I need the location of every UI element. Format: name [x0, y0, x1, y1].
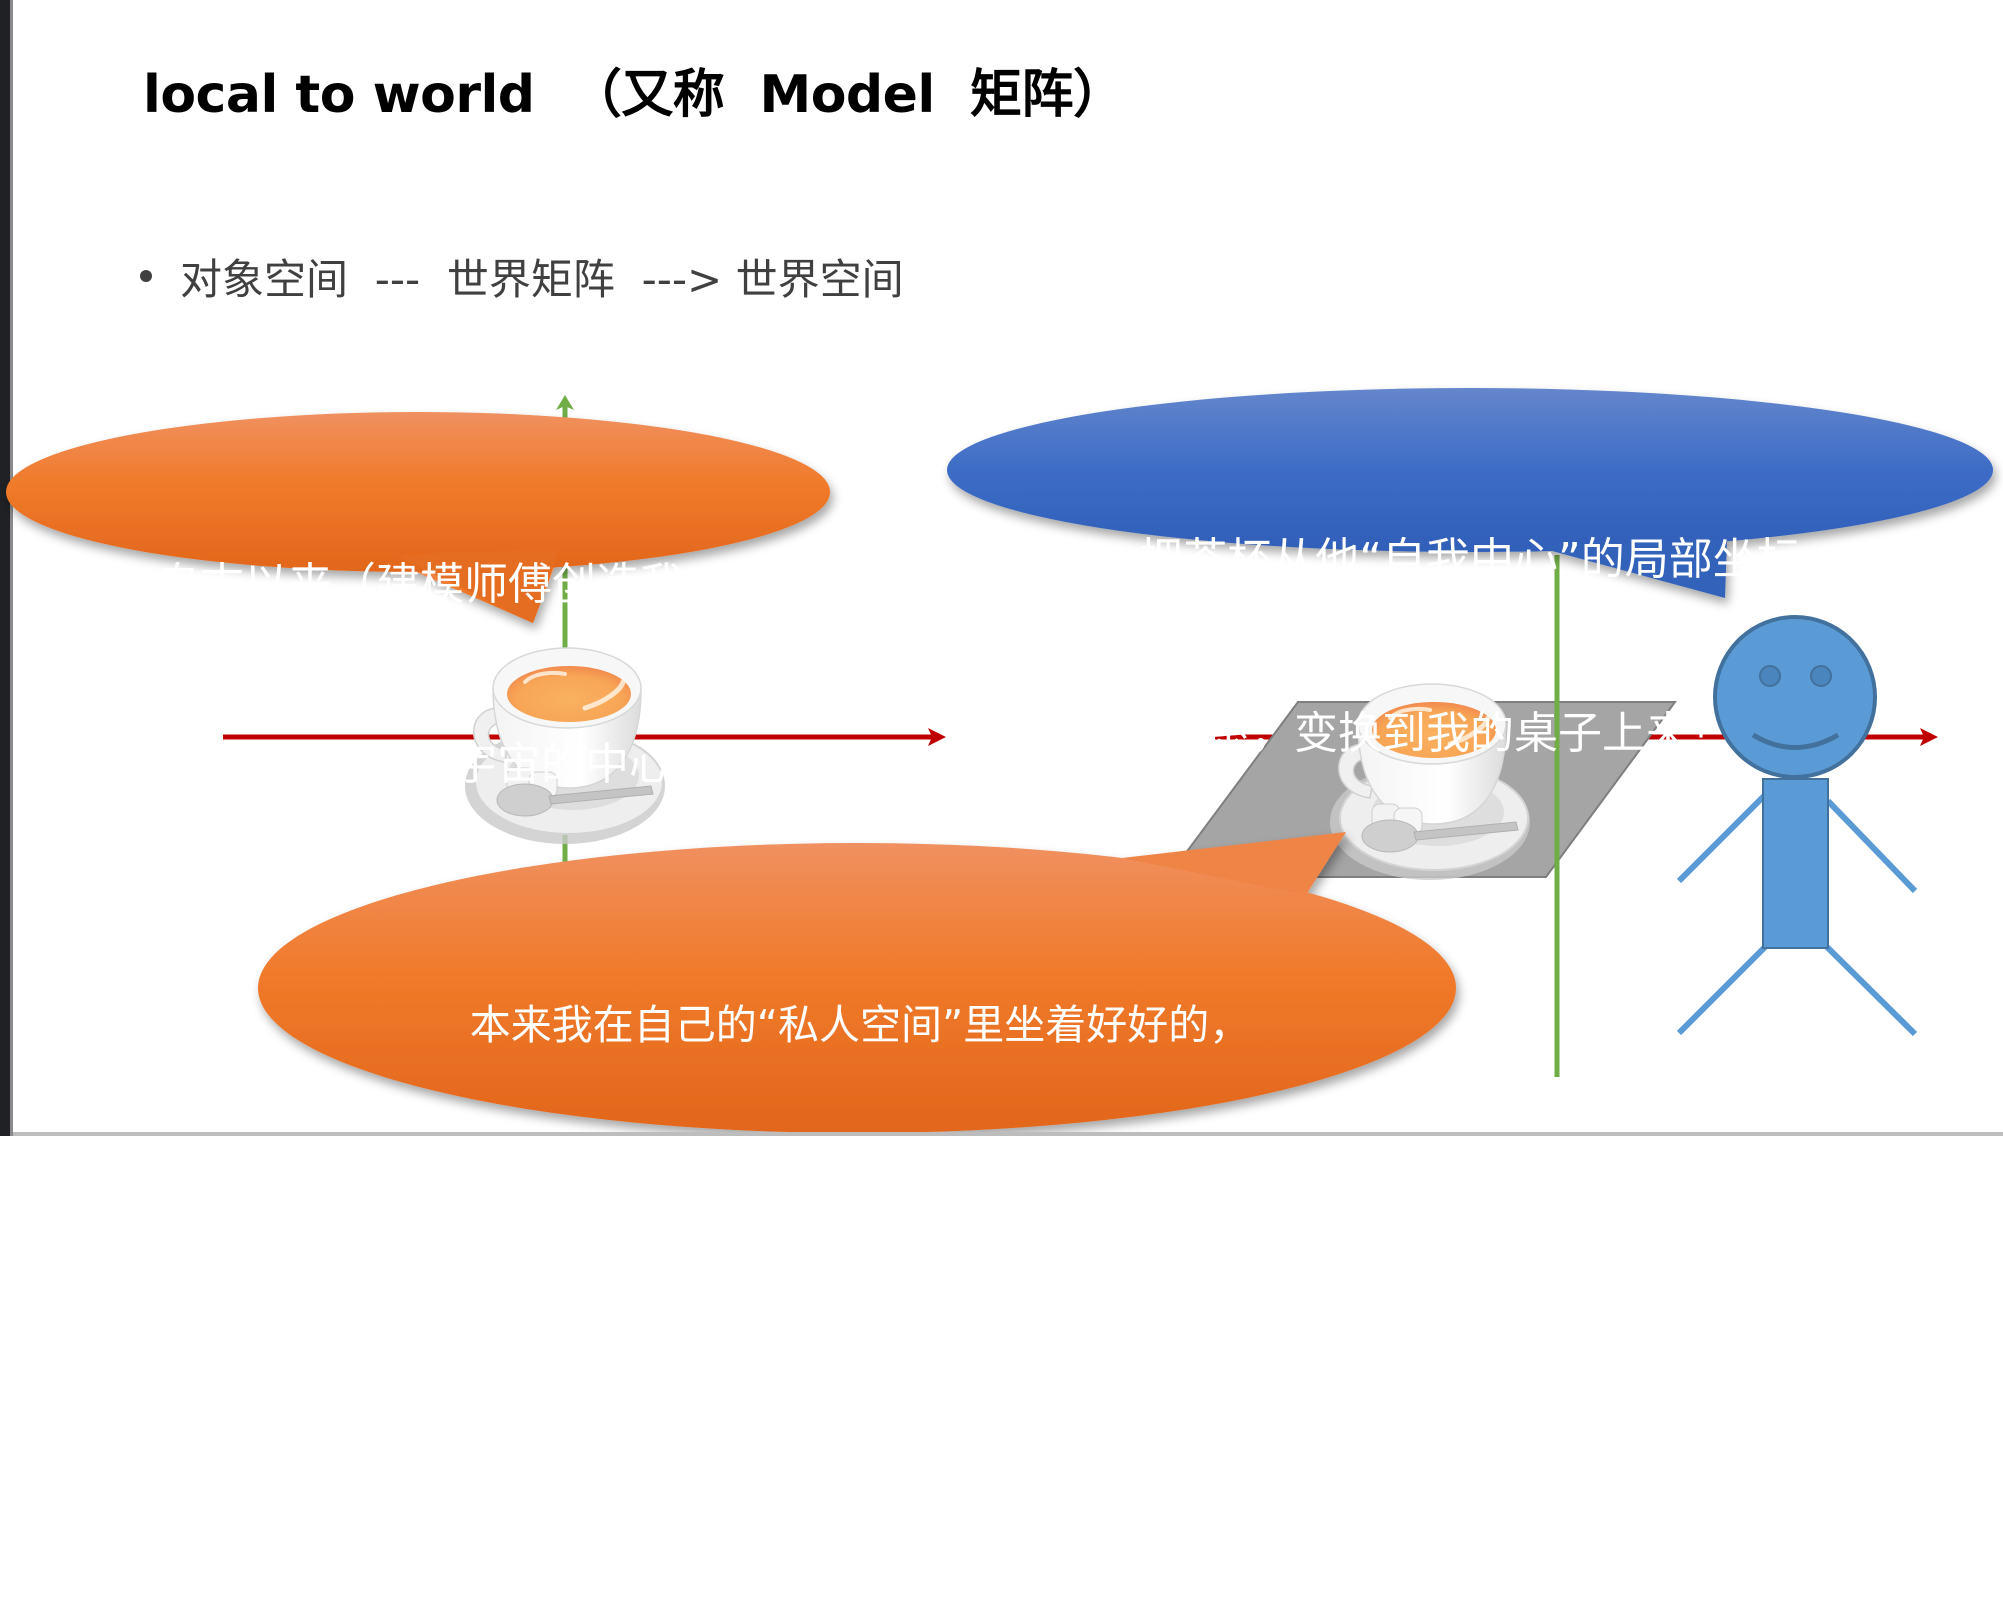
stick-figure-person — [1676, 615, 1918, 1037]
callout-teacup-origin — [6, 412, 830, 623]
left-leg — [1676, 944, 1768, 1036]
right-arm — [1825, 798, 1918, 894]
callout-line: 移到 (-0.6,-0.2) ，现在我在他的桌子上了， — [457, 1331, 1263, 1379]
local-x-axis-arrowhead-icon — [928, 728, 946, 746]
callout-line: 的时），我就是宇宙的中心 — [167, 739, 673, 790]
slide-bottom-border — [13, 1132, 2003, 1136]
callout-teacup-moved-text: 本来我在自己的“私人空间”里坐着好好的， 结果一个蓝人，把我的原点平移，从 (0… — [380, 888, 1340, 1603]
bullet-text: 对象空间 --- 世界矩阵 ---> 世界空间 — [180, 254, 904, 304]
person-smile — [1751, 732, 1840, 750]
callout-blue-person-text: 把茶杯从他“自我中心”的局部坐标 系，变换到我的桌子上来！ — [1005, 415, 1935, 821]
callout-teacup-origin-text: 自古以来（建模师傅创造我 的时），我就是宇宙的中心 — [60, 435, 780, 855]
person-left-eye — [1759, 665, 1781, 687]
world-space-figure — [1166, 555, 1938, 1077]
callout-line: 说是为了满足“场景编排”的需要 — [572, 1496, 1148, 1544]
slide-title: local to world （又称 Model 矩阵） — [143, 65, 1125, 125]
callout-line: 本来我在自己的“私人空间”里坐着好好的， — [469, 1001, 1251, 1049]
callout-line: 把茶杯从他“自我中心”的局部坐标 — [1139, 534, 1801, 585]
callout-line: 系，变换到我的桌子上来！ — [1206, 708, 1734, 759]
bullet-dot-icon — [140, 270, 152, 282]
world-x-axis-arrowhead-icon — [1920, 728, 1938, 746]
left-window-edge — [0, 0, 13, 1136]
local-y-axis-arrowhead-icon — [556, 395, 574, 410]
person-body — [1762, 778, 1829, 949]
right-leg — [1824, 944, 1918, 1037]
callout-teacup-moved — [258, 832, 1456, 1133]
bullet-item: 对象空间 --- 世界矩阵 ---> 世界空间 — [140, 250, 904, 304]
left-arm — [1676, 792, 1768, 884]
callout-line: 自古以来（建模师傅创造我 — [156, 559, 684, 610]
callout-line: 结果一个蓝人，把我的原点平移，从 (0,0) — [476, 1166, 1244, 1214]
person-right-eye — [1810, 665, 1832, 687]
callout-blue-person — [947, 388, 1993, 598]
diagram-canvas — [6, 388, 1993, 1133]
